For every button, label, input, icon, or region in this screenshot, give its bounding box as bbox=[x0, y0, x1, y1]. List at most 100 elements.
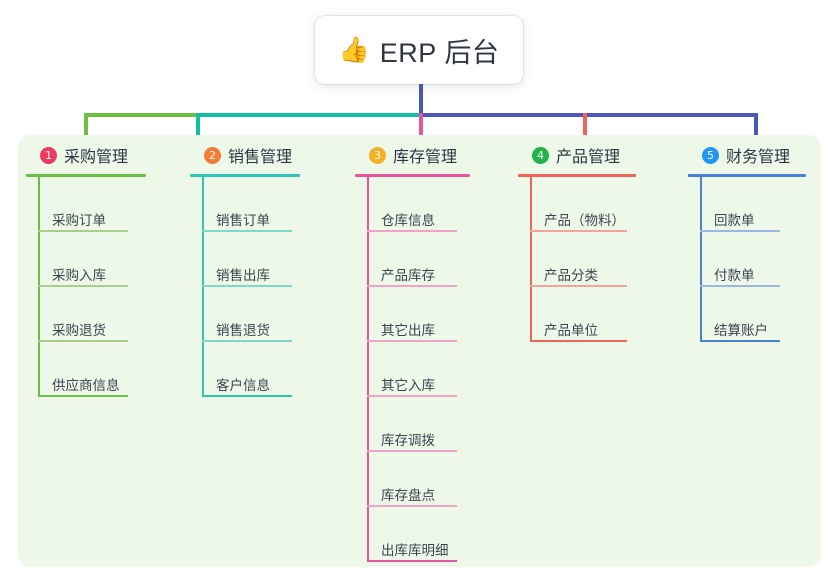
branch-item-rule bbox=[530, 230, 627, 232]
branch-header-label: 销售管理 bbox=[228, 149, 293, 166]
branch-item-rule bbox=[367, 560, 457, 562]
branch-header-5[interactable]: 5 财务管理 bbox=[688, 140, 806, 170]
branch-number-badge: 1 bbox=[40, 146, 57, 164]
branch-number-badge: 2 bbox=[204, 146, 221, 164]
branch-item-label: 其它出库 bbox=[381, 322, 435, 338]
connector-bar-right bbox=[419, 113, 758, 117]
connector-stem bbox=[419, 84, 423, 115]
branch-item-label: 采购订单 bbox=[52, 212, 106, 228]
branch-item-rule bbox=[367, 340, 457, 342]
branch-header-label: 采购管理 bbox=[64, 149, 129, 166]
branch-spine bbox=[38, 177, 40, 397]
branch-panel bbox=[18, 135, 821, 567]
branch-item-label: 产品库存 bbox=[381, 267, 435, 283]
branch-item-label: 销售出库 bbox=[216, 267, 270, 283]
branch-column-1: 1 采购管理采购订单采购入库采购退货供应商信息 bbox=[26, 140, 146, 397]
branch-number-badge: 5 bbox=[702, 146, 719, 164]
branch-item-label: 采购入库 bbox=[52, 267, 106, 283]
branch-item[interactable]: 销售出库 bbox=[190, 232, 300, 287]
branch-header-label: 库存管理 bbox=[393, 149, 458, 166]
branch-item[interactable]: 其它出库 bbox=[355, 287, 470, 342]
branch-item-label: 库存调拨 bbox=[381, 432, 435, 448]
root-node-card[interactable]: 👍 ERP 后台 bbox=[315, 16, 523, 84]
branch-header-1[interactable]: 1 采购管理 bbox=[26, 140, 146, 170]
branch-item-rule bbox=[38, 340, 128, 342]
connector-drop-2 bbox=[196, 113, 200, 147]
branch-item[interactable]: 其它入库 bbox=[355, 342, 470, 397]
branch-item-label: 产品分类 bbox=[544, 267, 598, 283]
branch-spine bbox=[530, 177, 532, 342]
branch-header-label: 产品管理 bbox=[556, 149, 621, 166]
branch-item[interactable]: 产品分类 bbox=[518, 232, 636, 287]
branch-item-label: 库存盘点 bbox=[381, 487, 435, 503]
branch-item[interactable]: 采购入库 bbox=[26, 232, 146, 287]
branch-item-label: 结算账户 bbox=[714, 322, 768, 338]
connector-drop-4 bbox=[583, 113, 587, 147]
branch-spine bbox=[202, 177, 204, 397]
branch-item-rule bbox=[202, 230, 292, 232]
connector-drop-1 bbox=[84, 113, 88, 147]
branch-item[interactable]: 付款单 bbox=[688, 232, 806, 287]
branch-item-rule bbox=[367, 285, 457, 287]
branch-item[interactable]: 采购退货 bbox=[26, 287, 146, 342]
branch-item-label: 销售退货 bbox=[216, 322, 270, 338]
branch-header-rule bbox=[518, 174, 636, 177]
branch-column-2: 2 销售管理销售订单销售出库销售退货客户信息 bbox=[190, 140, 300, 397]
branch-item-label: 采购退货 bbox=[52, 322, 106, 338]
branch-spine bbox=[700, 177, 702, 342]
branch-item-label: 销售订单 bbox=[216, 212, 270, 228]
branch-item-rule bbox=[367, 505, 457, 507]
branch-item-rule bbox=[202, 340, 292, 342]
thumbs-up-icon: 👍 bbox=[338, 35, 370, 64]
branch-item-list: 产品（物料） 产品分类产品单位 bbox=[518, 177, 636, 342]
branch-header-rule bbox=[688, 174, 806, 177]
branch-item-label: 客户信息 bbox=[216, 377, 270, 393]
branch-item[interactable]: 销售订单 bbox=[190, 177, 300, 232]
branch-item-rule bbox=[202, 285, 292, 287]
branch-item-label: 产品单位 bbox=[544, 322, 598, 338]
branch-item[interactable]: 采购订单 bbox=[26, 177, 146, 232]
branch-item-label: 付款单 bbox=[714, 267, 755, 283]
connector-bar-mid bbox=[196, 113, 421, 117]
branch-item[interactable]: 销售退货 bbox=[190, 287, 300, 342]
branch-item-rule bbox=[38, 285, 128, 287]
branch-item-rule bbox=[700, 285, 780, 287]
branch-item-list: 仓库信息产品库存其它出库其它入库库存调拨库存盘点出库库明细 bbox=[355, 177, 470, 562]
branch-item-label: 回款单 bbox=[714, 212, 755, 228]
branch-item[interactable]: 结算账户 bbox=[688, 287, 806, 342]
branch-item-label: 产品（物料） bbox=[544, 212, 625, 228]
branch-item[interactable]: 产品库存 bbox=[355, 232, 470, 287]
branch-item[interactable]: 客户信息 bbox=[190, 342, 300, 397]
branch-item-rule bbox=[530, 340, 627, 342]
branch-header-4[interactable]: 4 产品管理 bbox=[518, 140, 636, 170]
branch-item[interactable]: 库存调拨 bbox=[355, 397, 470, 452]
branch-item[interactable]: 出库库明细 bbox=[355, 507, 470, 562]
branch-item-label: 仓库信息 bbox=[381, 212, 435, 228]
branch-header-label: 财务管理 bbox=[726, 149, 791, 166]
branch-header-rule bbox=[355, 174, 470, 177]
branch-spine bbox=[367, 177, 369, 562]
branch-column-5: 5 财务管理回款单付款单结算账户 bbox=[688, 140, 806, 342]
branch-item-rule bbox=[367, 230, 457, 232]
branch-item-list: 回款单付款单结算账户 bbox=[688, 177, 806, 342]
branch-item-label: 其它入库 bbox=[381, 377, 435, 393]
branch-column-4: 4 产品管理产品（物料） 产品分类产品单位 bbox=[518, 140, 636, 342]
branch-item-rule bbox=[202, 395, 292, 397]
branch-number-badge: 4 bbox=[532, 146, 549, 164]
branch-item[interactable]: 仓库信息 bbox=[355, 177, 470, 232]
branch-item[interactable]: 库存盘点 bbox=[355, 452, 470, 507]
branch-header-2[interactable]: 2 销售管理 bbox=[190, 140, 300, 170]
connector-drop-5 bbox=[754, 113, 758, 147]
branch-item-rule bbox=[38, 395, 128, 397]
connector-drop-3 bbox=[419, 113, 423, 147]
branch-item[interactable]: 产品单位 bbox=[518, 287, 636, 342]
branch-item-label: 供应商信息 bbox=[52, 377, 120, 393]
branch-item[interactable]: 产品（物料） bbox=[518, 177, 636, 232]
branch-item[interactable]: 供应商信息 bbox=[26, 342, 146, 397]
root-node-label: ERP 后台 bbox=[379, 37, 500, 68]
branch-item-list: 采购订单采购入库采购退货供应商信息 bbox=[26, 177, 146, 397]
branch-item[interactable]: 回款单 bbox=[688, 177, 806, 232]
